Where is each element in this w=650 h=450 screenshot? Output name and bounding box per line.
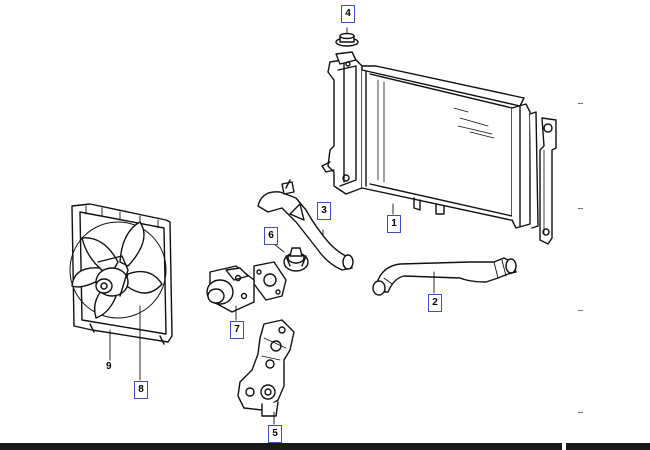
callout-3[interactable]: 3 xyxy=(317,202,331,220)
edge-tick xyxy=(578,412,583,413)
leader-lines xyxy=(109,27,435,425)
edge-tick xyxy=(578,208,583,209)
callout-1[interactable]: 1 xyxy=(387,215,401,233)
callout-8[interactable]: 8 xyxy=(134,381,148,399)
radiator-illustration xyxy=(321,51,531,229)
edge-tick xyxy=(578,103,583,104)
radiator-cap-illustration xyxy=(335,32,359,47)
thermostat-housing-illustration xyxy=(206,265,255,313)
thermostat-illustration xyxy=(283,247,309,272)
upper-hose-illustration xyxy=(257,179,354,271)
callout-6[interactable]: 6 xyxy=(264,227,278,245)
water-pump-illustration xyxy=(237,319,295,417)
callout-4[interactable]: 4 xyxy=(341,5,355,23)
label-9: 9 xyxy=(106,361,112,372)
callout-2[interactable]: 2 xyxy=(428,294,442,312)
lower-hose-illustration xyxy=(372,257,517,296)
fan-assembly-illustration xyxy=(69,203,173,345)
callout-5[interactable]: 5 xyxy=(268,425,282,443)
gasket-illustration xyxy=(253,261,287,301)
bottom-divider xyxy=(0,443,650,450)
callout-7[interactable]: 7 xyxy=(230,321,244,339)
radiator-side-seals xyxy=(529,111,557,245)
edge-tick xyxy=(578,310,583,311)
